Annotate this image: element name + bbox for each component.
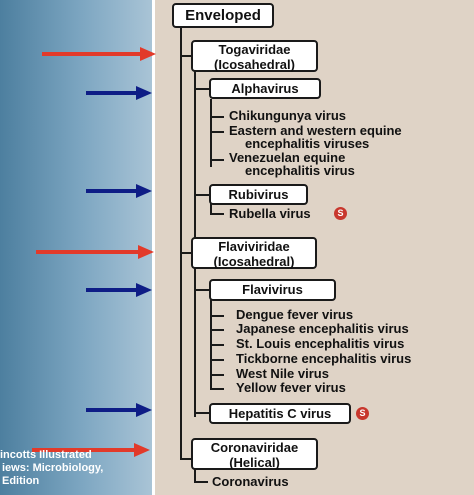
connector-line (194, 412, 210, 414)
genus-label: Flavivirus (242, 282, 303, 297)
genus-node-alphavirus: Alphavirus (209, 78, 321, 99)
connector-line (210, 388, 224, 390)
virus-item: Coronavirus (212, 474, 289, 489)
blue-arrow-icon (86, 403, 152, 417)
virus-item: Japanese encephalitis virus (236, 321, 409, 336)
genus-node-hepatitis-c: Hepatitis C virus (209, 403, 351, 424)
virus-item: Dengue fever virus (236, 307, 354, 322)
blue-arrow-icon (86, 283, 152, 297)
family-shape: (Icosahedral) (213, 254, 295, 269)
virus-item: Venezuelan equine (229, 150, 346, 165)
root-node: Enveloped (172, 3, 274, 28)
virus-item: West Nile virus (236, 366, 329, 381)
connector-line (180, 55, 192, 57)
family-shape: (Icosahedral) (214, 57, 295, 72)
connector-line (210, 315, 224, 317)
connector-line (210, 344, 224, 346)
family-node-togaviridae: Togaviridae (Icosahedral) (191, 40, 318, 72)
connector-line (194, 194, 210, 196)
connector-line (180, 252, 192, 254)
connector-line (194, 88, 210, 90)
s-badge-icon: S (356, 407, 369, 420)
blue-arrow-icon (86, 184, 152, 198)
connector-line (210, 159, 224, 161)
virus-item: Chikungunya virus (229, 108, 347, 123)
family-name: Togaviridae (218, 42, 291, 57)
connector-line (210, 116, 224, 118)
connector-line (194, 267, 196, 415)
arrow-rubivirus (86, 184, 152, 198)
virus-item: St. Louis encephalitis virus (236, 336, 405, 351)
connector-line (210, 131, 224, 133)
caption-line: incotts Illustrated (0, 449, 92, 461)
genus-label: Hepatitis C virus (228, 406, 332, 421)
genus-label: Rubivirus (228, 187, 289, 202)
source-caption: incotts Illustrated iews: Microbiology, … (0, 449, 152, 488)
connector-line (194, 467, 196, 483)
virus-item: Yellow fever virus (236, 380, 346, 395)
virus-item: Eastern and western equine (229, 123, 402, 138)
family-name: Flaviviridae (218, 239, 290, 254)
arrow-alphavirus (86, 86, 152, 100)
arrow-flavivirus (86, 283, 152, 297)
genus-node-rubivirus: Rubivirus (209, 184, 308, 205)
genus-node-flavivirus: Flavivirus (209, 279, 336, 301)
connector-line (210, 359, 224, 361)
arrow-togaviridae (42, 47, 156, 61)
virus-item: encephalitis viruses (245, 136, 370, 151)
arrow-hepatitis-c (86, 403, 152, 417)
virus-item: Tickborne encephalitis virus (236, 351, 412, 366)
caption-line: iews: Microbiology, (2, 462, 104, 474)
connector-line (180, 27, 182, 460)
red-arrow-icon (36, 245, 154, 259)
root-label: Enveloped (185, 7, 261, 24)
virus-item: Rubella virus (229, 206, 311, 221)
red-arrow-icon (32, 443, 150, 457)
s-badge-icon: S (334, 207, 347, 220)
connector-line (210, 213, 224, 215)
family-node-flaviviridae: Flaviviridae (Icosahedral) (191, 237, 317, 269)
caption-line: Edition (2, 475, 40, 487)
arrow-coronaviridae (32, 443, 150, 457)
red-arrow-icon (42, 47, 156, 61)
connector-line (194, 481, 208, 483)
connector-line (210, 329, 224, 331)
connector-line (194, 289, 210, 291)
connector-line (210, 203, 212, 215)
connector-line (210, 374, 224, 376)
left-panel (0, 0, 152, 495)
connector-line (210, 99, 212, 167)
connector-line (180, 458, 192, 460)
genus-label: Alphavirus (231, 81, 299, 96)
virus-item: encephalitis virus (245, 163, 355, 178)
family-shape: (Helical) (229, 455, 280, 470)
panel-divider (152, 0, 155, 495)
arrow-flaviviridae (36, 245, 154, 259)
family-name: Coronaviridae (210, 440, 299, 455)
blue-arrow-icon (86, 86, 152, 100)
family-node-coronaviridae: Coronaviridae (Helical) (191, 438, 318, 470)
